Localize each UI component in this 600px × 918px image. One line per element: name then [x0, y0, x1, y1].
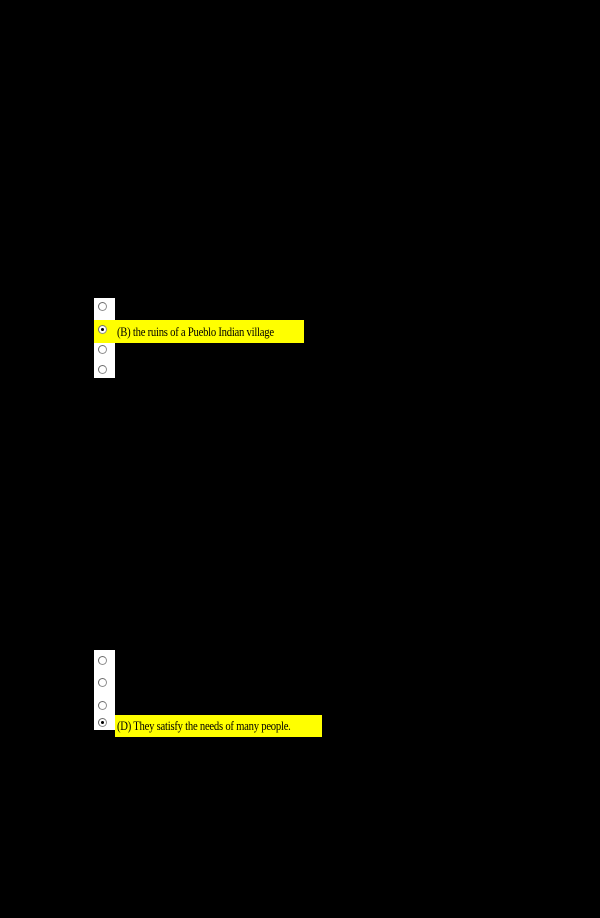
question-1-option-d-radio[interactable] [98, 365, 107, 374]
question-1-selected-answer-text: (B) the ruins of a Pueblo Indian village [117, 323, 274, 339]
question-1-selected-answer-highlight: (B) the ruins of a Pueblo Indian village [94, 320, 304, 343]
question-2-answer-area: (D) They satisfy the needs of many peopl… [94, 650, 334, 740]
question-2-option-a-radio[interactable] [98, 656, 107, 665]
question-2-selected-answer-highlight: (D) They satisfy the needs of many peopl… [115, 715, 322, 737]
question-1-option-b-radio[interactable] [98, 325, 107, 334]
question-2-option-b-radio[interactable] [98, 678, 107, 687]
question-1-option-c-radio[interactable] [98, 345, 107, 354]
question-2-option-d-radio[interactable] [98, 718, 107, 727]
question-2-option-c-radio[interactable] [98, 701, 107, 710]
question-2-selected-answer-text: (D) They satisfy the needs of many peopl… [117, 718, 291, 733]
question-2-radio-strip [94, 650, 115, 730]
question-1-answer-area: (B) the ruins of a Pueblo Indian village [94, 298, 334, 378]
question-1-option-a-radio[interactable] [98, 302, 107, 311]
